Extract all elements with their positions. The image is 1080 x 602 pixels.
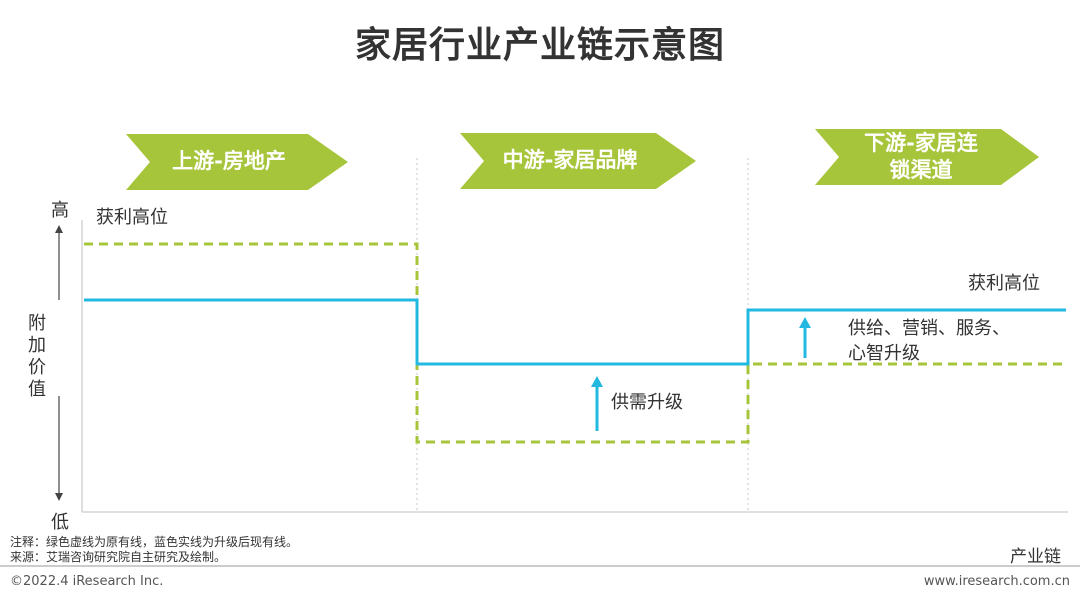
y-axis-high-label: 高	[51, 200, 69, 221]
y-arrow-up-head	[55, 225, 63, 233]
y-axis-title-char: 附	[28, 313, 46, 334]
copyright-text: ©2022.4 iResearch Inc.	[10, 574, 164, 589]
profit-high-right-label: 获利高位	[968, 273, 1040, 294]
stage-label-downstream-line1: 下游-家居连	[864, 131, 978, 155]
stage-label-downstream-line2: 锁渠道	[889, 158, 953, 182]
stage-label-upstream: 上游-房地产	[172, 149, 286, 173]
downstream-upgrade-line1: 供给、营销、服务、	[848, 318, 1010, 339]
page-title: 家居行业产业链示意图	[354, 25, 725, 66]
upgraded-value-line	[84, 298, 1066, 366]
downstream-upgrade-line2: 心智升级	[848, 343, 920, 364]
profit-high-left-label: 获利高位	[96, 207, 168, 228]
original-value-line	[84, 242, 1066, 444]
y-axis-title-char: 值	[28, 379, 46, 400]
stage-chevron-upstream	[126, 134, 348, 190]
y-axis-title-char: 价	[28, 357, 46, 378]
y-axis-title-char: 加	[28, 335, 46, 356]
upgrade-arrow-mid-head	[591, 376, 603, 387]
stage-label-downstream: 下游-家居连 锁渠道	[836, 130, 1006, 184]
x-axis-label: 产业链	[1010, 547, 1061, 567]
y-axis-low-label: 低	[51, 512, 69, 533]
downstream-upgrade-label: 供给、营销、服务、 心智升级	[848, 316, 1010, 366]
source-line: 来源：艾瑞咨询研究院自主研究及绘制。	[10, 550, 227, 564]
upgrade-arrow-down-head	[799, 317, 811, 328]
website-link[interactable]: www.iresearch.com.cn	[923, 574, 1070, 589]
y-arrow-down-head	[55, 493, 63, 501]
note-line: 注释：绿色虚线为原有线，蓝色实线为升级后现有线。	[10, 535, 299, 549]
stage-chevron-midstream	[460, 133, 696, 189]
mid-upgrade-label: 供需升级	[611, 392, 683, 413]
stage-label-midstream: 中游-家居品牌	[502, 148, 638, 172]
stage-chevron-downstream	[815, 129, 1039, 185]
